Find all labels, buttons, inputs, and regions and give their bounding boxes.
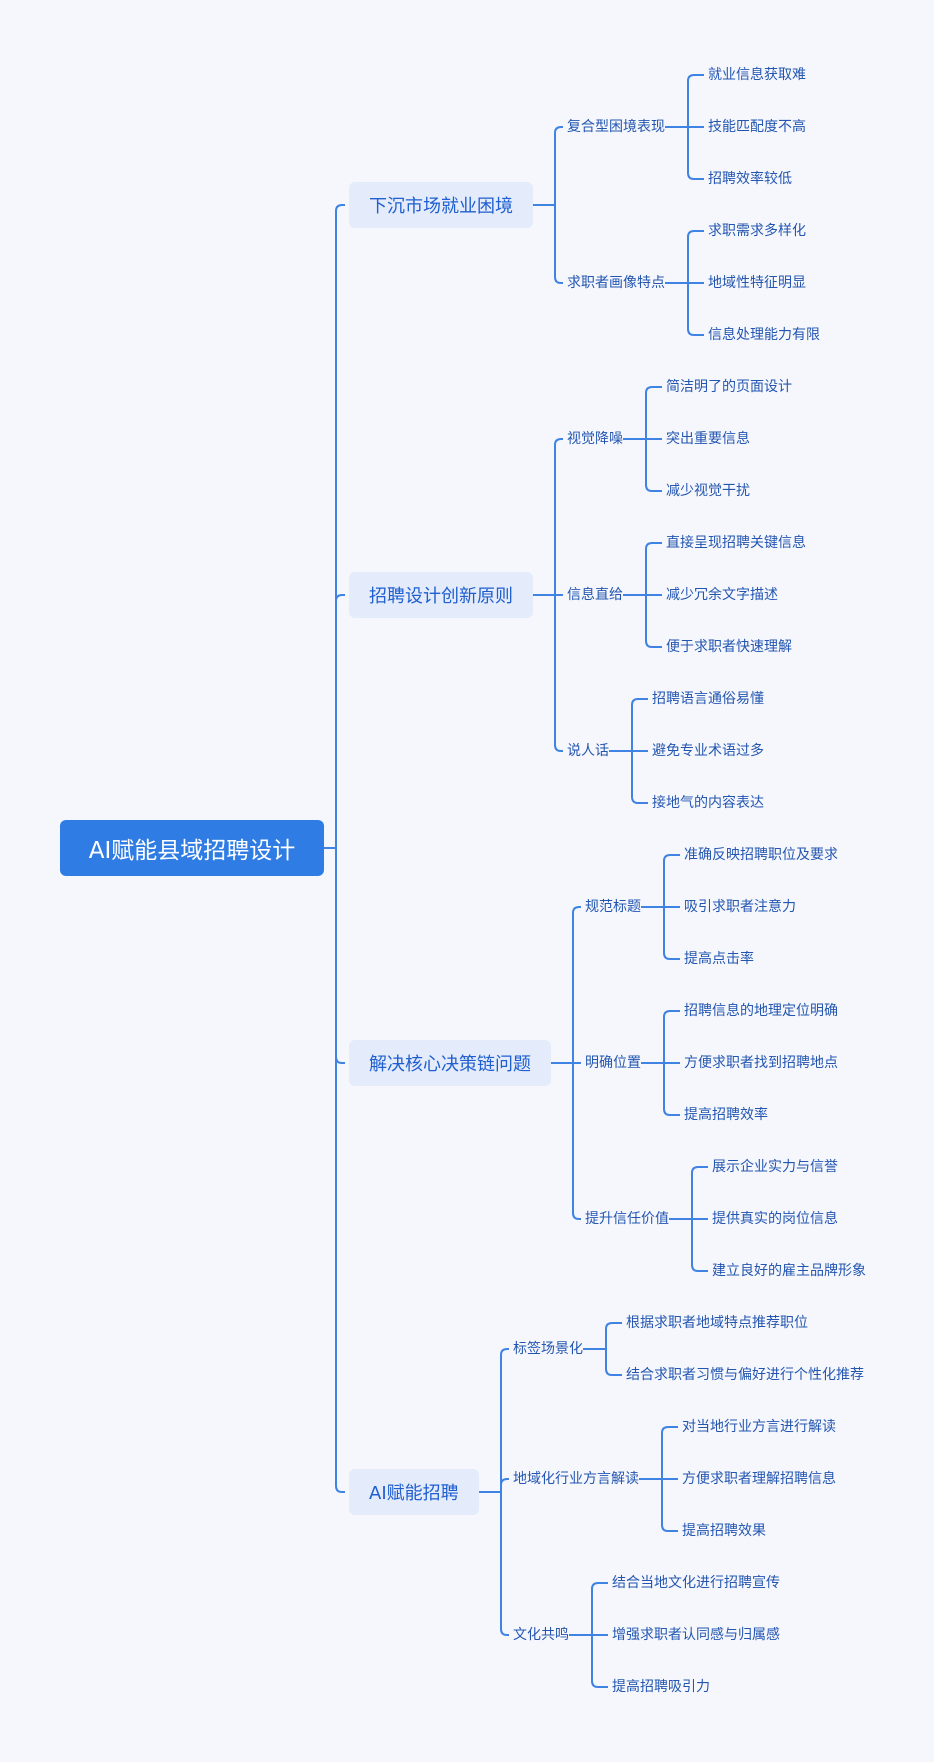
connector-line [623,542,662,648]
leaf-node[interactable]: 突出重要信息 [666,431,750,447]
leaf-node[interactable]: 结合求职者习惯与偏好进行个性化推荐 [626,1367,864,1383]
leaf-node[interactable]: 对当地行业方言进行解读 [682,1419,836,1435]
sub-node[interactable]: 信息直给 [567,587,623,603]
leaf-node[interactable]: 求职需求多样化 [708,223,806,239]
leaf-node[interactable]: 结合当地文化进行招聘宣传 [612,1575,780,1591]
leaf-node[interactable]: 简洁明了的页面设计 [666,379,792,395]
connector-line [551,906,581,1220]
leaf-node[interactable]: 根据求职者地域特点推荐职位 [626,1315,808,1331]
leaf-node[interactable]: 信息处理能力有限 [708,327,820,343]
sub-node[interactable]: 复合型困境表现 [567,119,665,135]
leaf-node[interactable]: 提高招聘效率 [684,1107,768,1123]
leaf-node[interactable]: 避免专业术语过多 [652,743,764,759]
leaf-node[interactable]: 地域性特征明显 [708,275,806,291]
sub-node[interactable]: 规范标题 [585,899,641,915]
leaf-node[interactable]: 准确反映招聘职位及要求 [684,847,838,863]
leaf-node[interactable]: 增强求职者认同感与归属感 [612,1627,780,1643]
leaf-node[interactable]: 方便求职者找到招聘地点 [684,1055,838,1071]
branch-node[interactable]: AI赋能招聘 [349,1469,479,1515]
connector-line [533,126,563,284]
sub-node[interactable]: 标签场景化 [513,1341,583,1357]
connector-line [639,1426,678,1532]
leaf-node[interactable]: 建立良好的雇主品牌形象 [712,1263,866,1279]
sub-node[interactable]: 提升信任价值 [585,1211,669,1227]
leaf-node[interactable]: 招聘信息的地理定位明确 [684,1003,838,1019]
branch-node[interactable]: 解决核心决策链问题 [349,1040,551,1086]
connector-line [583,1322,622,1376]
connector-line [569,1582,608,1688]
leaf-node[interactable]: 就业信息获取难 [708,67,806,83]
leaf-node[interactable]: 减少冗余文字描述 [666,587,778,603]
sub-node[interactable]: 求职者画像特点 [567,275,665,291]
leaf-node[interactable]: 接地气的内容表达 [652,795,764,811]
leaf-node[interactable]: 便于求职者快速理解 [666,639,792,655]
leaf-node[interactable]: 招聘语言通俗易懂 [652,691,764,707]
leaf-node[interactable]: 提高招聘效果 [682,1523,766,1539]
connector-line [641,1010,680,1116]
leaf-node[interactable]: 提高点击率 [684,951,754,967]
sub-node[interactable]: 说人话 [567,743,609,759]
connector-line [609,698,648,804]
root-node[interactable]: AI赋能县域招聘设计 [60,820,324,876]
sub-node[interactable]: 文化共鸣 [513,1627,569,1643]
connector-line [623,386,662,492]
leaf-node[interactable]: 减少视觉干扰 [666,483,750,499]
branch-node[interactable]: 招聘设计创新原则 [349,572,533,618]
leaf-node[interactable]: 提供真实的岗位信息 [712,1211,838,1227]
leaf-node[interactable]: 提高招聘吸引力 [612,1679,710,1695]
sub-node[interactable]: 地域化行业方言解读 [513,1471,639,1487]
leaf-node[interactable]: 方便求职者理解招聘信息 [682,1471,836,1487]
connector-line [533,438,563,752]
branch-node[interactable]: 下沉市场就业困境 [349,182,533,228]
leaf-node[interactable]: 展示企业实力与信誉 [712,1159,838,1175]
connector-line [665,230,704,336]
leaf-node[interactable]: 技能匹配度不高 [708,119,806,135]
connector-line [641,854,680,960]
connector-line [324,204,345,1493]
sub-node[interactable]: 视觉降噪 [567,431,623,447]
leaf-node[interactable]: 吸引求职者注意力 [684,899,796,915]
sub-node[interactable]: 明确位置 [585,1055,641,1071]
leaf-node[interactable]: 直接呈现招聘关键信息 [666,535,806,551]
connector-line [669,1166,708,1272]
connector-line [478,1348,509,1636]
leaf-node[interactable]: 招聘效率较低 [708,171,792,187]
connector-line [665,74,704,180]
